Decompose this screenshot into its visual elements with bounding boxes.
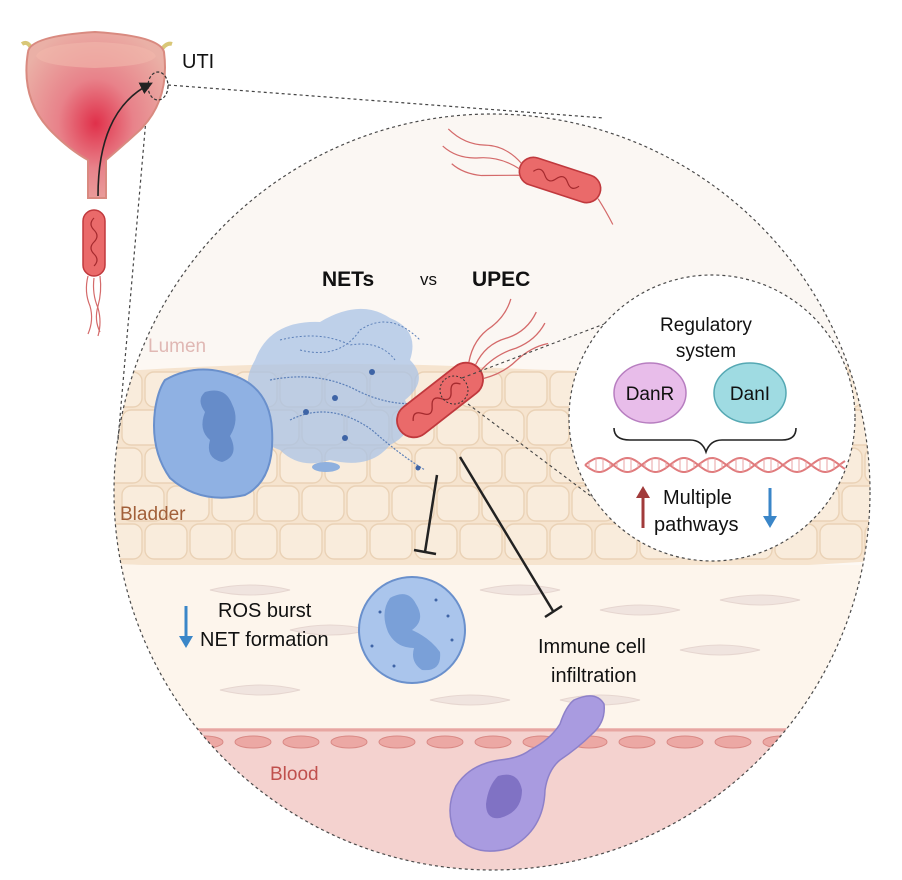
vs-label: vs: [420, 270, 437, 289]
endothelial-cell: [426, 735, 464, 749]
inhibit-ros-line: [423, 474, 439, 553]
neutrophil-releasing-nets: [153, 368, 274, 499]
epithelial-cell: [436, 485, 480, 522]
epithelial-cell: [594, 523, 638, 560]
endothelial-cell: [810, 735, 848, 749]
epithelial-cell: [301, 485, 345, 522]
fibroblast: [719, 594, 801, 606]
regulatory-label: Regulatory: [660, 315, 752, 336]
attached-upec-bacterium: [396, 298, 549, 439]
inhibit-ros-bar: [413, 548, 437, 556]
up-arrow: [636, 486, 650, 528]
regulatory-inset: Regulatory system DanR DanI Multiple pat…: [568, 274, 856, 562]
danr-protein: [613, 362, 687, 424]
fibroblast: [429, 694, 511, 706]
bladder-icon: [20, 30, 173, 199]
epithelial-cell: [864, 371, 870, 408]
epithelial-cell: [481, 409, 525, 446]
fibroblast-cells: [209, 584, 801, 706]
down-arrow-ros: [179, 606, 193, 648]
fibroblast: [599, 604, 681, 616]
inhibit-immune-bar: [544, 604, 563, 619]
lumen-bacterium: [442, 128, 614, 225]
nets-cloud: [247, 308, 431, 472]
zoom-line-inset-top: [461, 317, 621, 379]
system-label: system: [676, 341, 736, 362]
lumen-label: Lumen: [148, 336, 206, 357]
curly-brace: [613, 427, 797, 455]
epithelial-cell: [279, 523, 323, 560]
epithelial-cell: [346, 485, 390, 522]
zoom-circle-border: [113, 113, 871, 871]
danr-label: DanR: [626, 384, 675, 405]
epithelial-cell: [504, 371, 548, 408]
upec-zoom-marker: [439, 375, 469, 405]
pathways-label: pathways: [654, 514, 739, 536]
zoom-line-top: [167, 84, 605, 119]
epithelial-cell: [526, 409, 570, 446]
epithelial-cell: [864, 523, 870, 560]
migrating-immune-cell: [449, 695, 605, 852]
endothelial-cell: [762, 735, 800, 749]
net-formation-label: NET formation: [200, 629, 329, 651]
urethra-bacterium: [82, 209, 106, 337]
epithelial-cell: [391, 485, 435, 522]
epithelial-cell: [114, 447, 143, 484]
endothelial-cell: [330, 735, 368, 749]
epithelial-cell: [189, 523, 233, 560]
infiltration-label: infiltration: [551, 665, 637, 687]
uti-label: UTI: [182, 51, 214, 73]
dna-helix: [584, 456, 846, 474]
epithelial-cell: [144, 523, 188, 560]
endothelial-cell: [474, 735, 512, 749]
ros-burst-label: ROS burst: [218, 600, 312, 622]
epithelial-cell: [887, 486, 902, 521]
fibroblast: [219, 684, 301, 696]
blood-label: Blood: [270, 764, 319, 785]
epithelial-cell: [369, 447, 413, 484]
down-arrow: [763, 488, 777, 528]
epithelial-cell: [114, 523, 143, 560]
multiple-label: Multiple: [663, 487, 732, 509]
endothelial-cell: [618, 735, 656, 749]
epithelial-cell: [819, 523, 863, 560]
epithelial-cell: [459, 523, 503, 560]
epithelial-cell: [504, 447, 548, 484]
epithelial-cell: [526, 485, 570, 522]
nets-title: NETs: [322, 268, 374, 291]
endothelial-cell: [666, 735, 704, 749]
epithelial-cell: [436, 409, 480, 446]
inhibit-immune-line: [458, 456, 555, 612]
endothelial-cell: [378, 735, 416, 749]
epithelial-cell: [369, 523, 413, 560]
endothelial-cell: [714, 735, 752, 749]
endothelial-cell: [234, 735, 272, 749]
immune-cell-label: Immune cell: [538, 636, 646, 658]
fibroblast: [209, 584, 291, 596]
epithelial-cell: [121, 485, 165, 522]
dani-label: DanI: [730, 384, 770, 405]
bacteria-entry-arrow: [97, 82, 153, 197]
epithelial-cell: [887, 410, 902, 445]
fibroblast: [679, 644, 761, 656]
endothelial-cell: [282, 735, 320, 749]
epithelial-cell: [234, 523, 278, 560]
neutrophil-cell: [358, 576, 466, 684]
epithelial-cell: [256, 485, 300, 522]
dani-protein: [713, 362, 787, 424]
epithelial-cell: [841, 485, 870, 522]
upec-title: UPEC: [472, 268, 530, 291]
epithelial-cell: [549, 523, 593, 560]
zoom-line-inset-bottom: [467, 403, 613, 513]
epithelial-cell: [324, 523, 368, 560]
epithelial-cell: [864, 447, 870, 484]
bladder-label: Bladder: [120, 504, 186, 525]
